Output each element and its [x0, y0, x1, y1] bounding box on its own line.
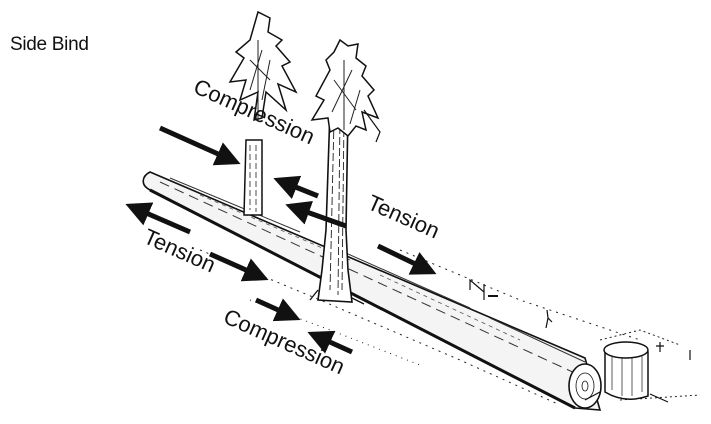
- log-end-cut: [569, 364, 601, 408]
- compression-arrow-lower-left: [256, 300, 296, 318]
- tension-arrow-lower-right: [210, 254, 264, 278]
- tension-label-upper: Tension: [364, 190, 443, 244]
- small-marker: [484, 284, 498, 300]
- tension-label-lower: Tension: [140, 224, 219, 278]
- tension-arrow-upper-right: [378, 246, 432, 272]
- compression-arrow-upper-left: [160, 128, 236, 162]
- compression-arrow-upper-right: [278, 180, 318, 196]
